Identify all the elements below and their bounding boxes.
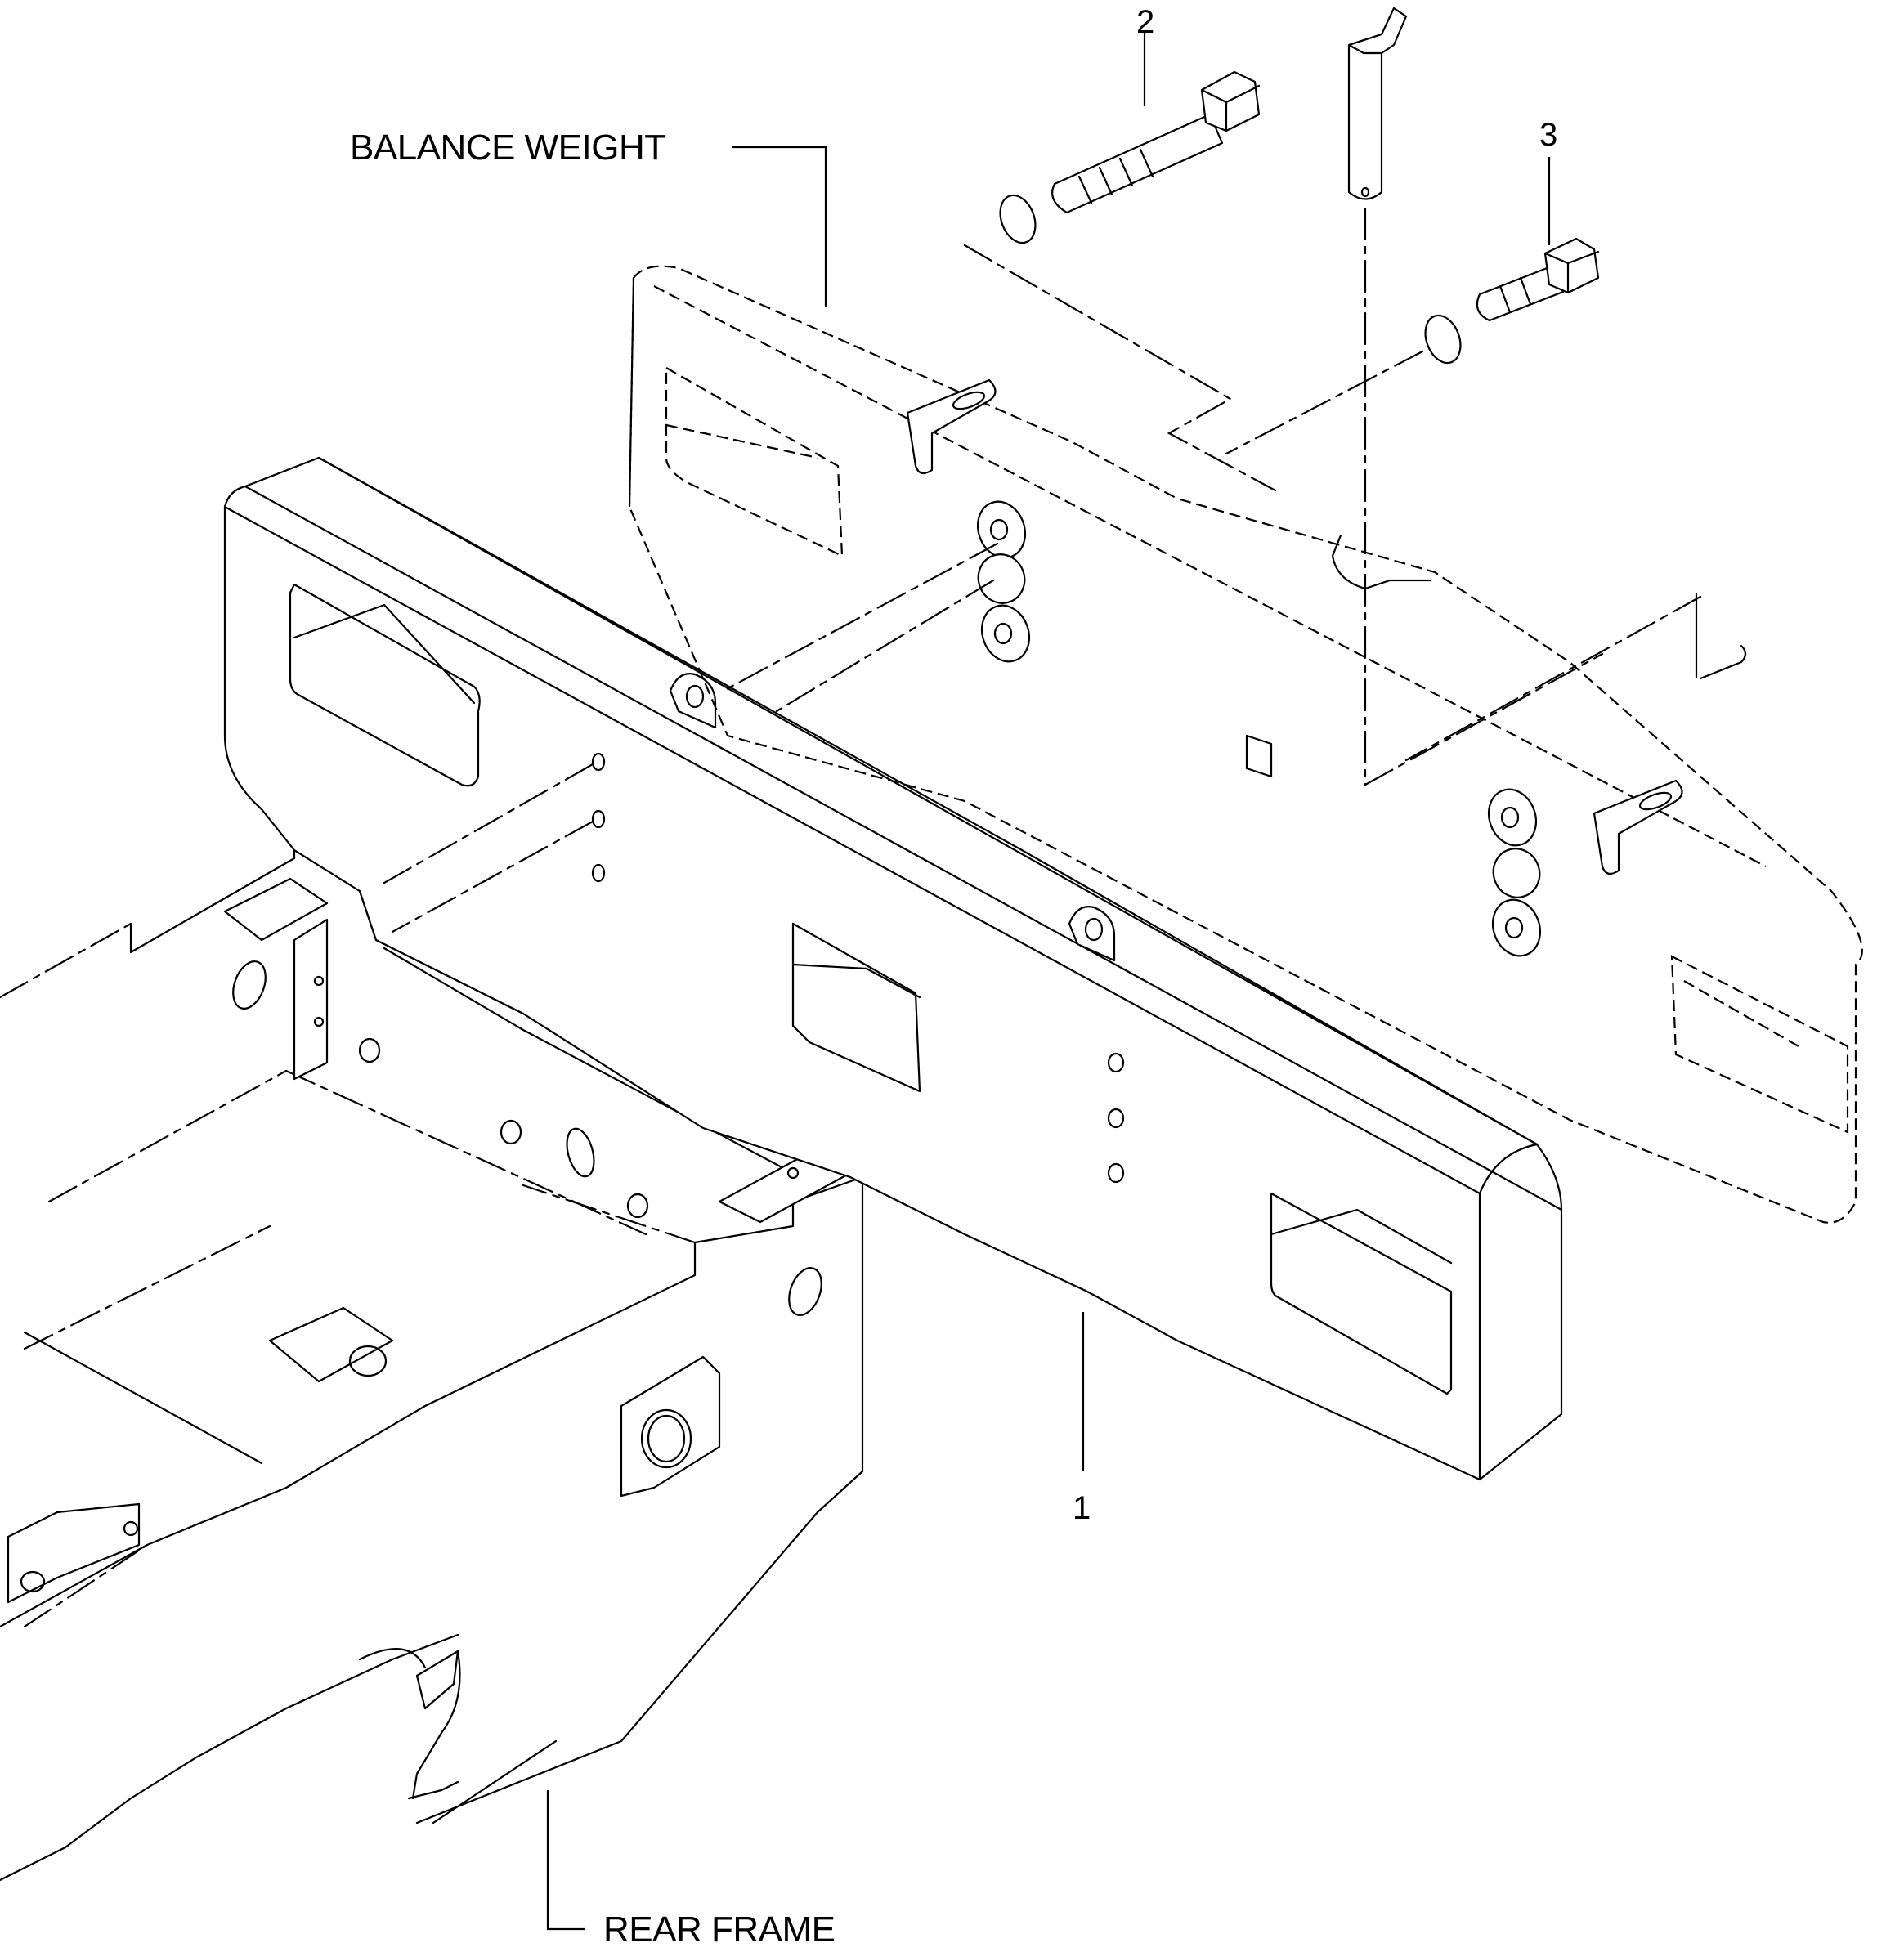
rear-frame-label: REAR FRAME: [603, 1909, 835, 1950]
callout-2: 2: [1136, 4, 1154, 40]
washers: [976, 194, 1542, 957]
leader-lines: [546, 33, 1698, 1931]
rear-frame-leader: [546, 1790, 585, 1931]
balance-weight-front: [223, 456, 1563, 1481]
balance-weight-rear: [628, 265, 1863, 1224]
balance-weight-label: BALANCE WEIGHT: [350, 128, 666, 168]
pin: [1347, 7, 1408, 200]
bolt-item-2: [1051, 70, 1261, 214]
bolt-item-3: [1476, 237, 1600, 322]
centerlines: [383, 207, 1702, 933]
rear-frame: [0, 848, 864, 1882]
callout-3: 3: [1539, 117, 1557, 153]
balance-weight-leader: [732, 146, 827, 307]
callout-1: 1: [1073, 1490, 1091, 1526]
